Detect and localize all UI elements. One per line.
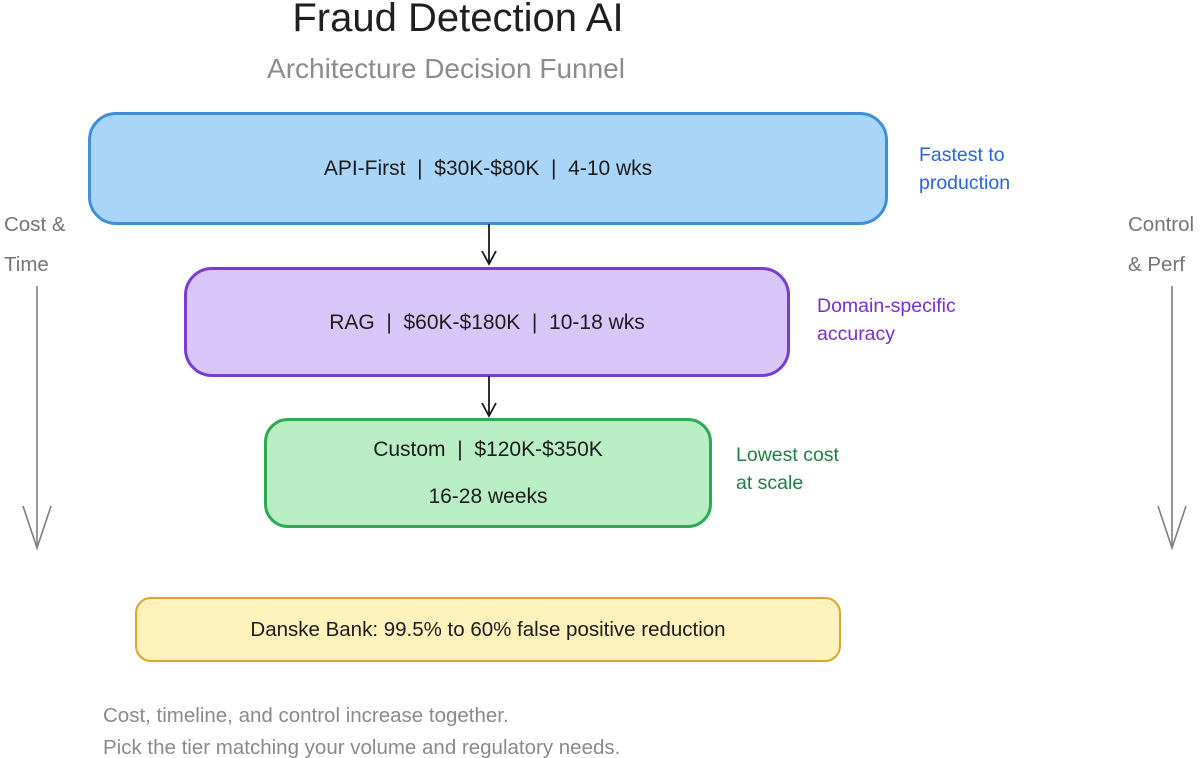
- page-title: Fraud Detection AI: [292, 0, 624, 40]
- right-axis-line2: & Perf: [1128, 253, 1185, 276]
- tier-api-first-annotation: Fastest to production: [919, 141, 1010, 197]
- footer-line1: Cost, timeline, and control increase tog…: [103, 704, 509, 727]
- tier-custom-box: Custom | $120K-$350K 16-28 weeks: [264, 418, 712, 528]
- tier-rag-label: RAG | $60K-$180K | 10-18 wks: [329, 310, 645, 334]
- case-study-text: Danske Bank: 99.5% to 60% false positive…: [250, 617, 726, 641]
- tier-rag-annotation-line1: Domain-specific: [817, 295, 956, 317]
- page-subtitle: Architecture Decision Funnel: [267, 53, 625, 84]
- right-axis-down-arrow-icon: [1157, 286, 1187, 551]
- flow-arrow-2-icon: [481, 376, 497, 418]
- right-axis-label: Control & Perf: [1128, 205, 1194, 285]
- footer-line2: Pick the tier matching your volume and r…: [103, 735, 621, 758]
- tier-custom-annotation-line1: Lowest cost: [736, 444, 839, 466]
- left-axis-line2: Time: [4, 253, 49, 276]
- footer-note: Cost, timeline, and control increase tog…: [103, 700, 620, 758]
- case-study-callout: Danske Bank: 99.5% to 60% false positive…: [135, 597, 841, 662]
- tier-rag-annotation-line2: accuracy: [817, 323, 896, 345]
- right-axis-line1: Control: [1128, 213, 1195, 236]
- tier-api-first-annotation-line1: Fastest to: [919, 144, 1005, 166]
- left-axis-line1: Cost &: [4, 213, 66, 236]
- tier-api-first-box: API-First | $30K-$80K | 4-10 wks: [88, 112, 888, 225]
- tier-custom-label-line1: Custom | $120K-$350K: [373, 438, 603, 461]
- tier-rag-box: RAG | $60K-$180K | 10-18 wks: [184, 267, 790, 377]
- tier-custom-annotation-line2: at scale: [736, 472, 804, 494]
- left-axis-down-arrow-icon: [22, 286, 52, 551]
- left-axis-label: Cost & Time: [4, 205, 66, 285]
- tier-api-first-annotation-line2: production: [919, 172, 1011, 194]
- flow-arrow-1-icon: [481, 224, 497, 266]
- tier-rag-annotation: Domain-specific accuracy: [817, 292, 956, 348]
- tier-api-first-label: API-First | $30K-$80K | 4-10 wks: [323, 157, 653, 180]
- tier-custom-label-line2: 16-28 weeks: [428, 485, 548, 508]
- tier-custom-annotation: Lowest cost at scale: [736, 441, 839, 497]
